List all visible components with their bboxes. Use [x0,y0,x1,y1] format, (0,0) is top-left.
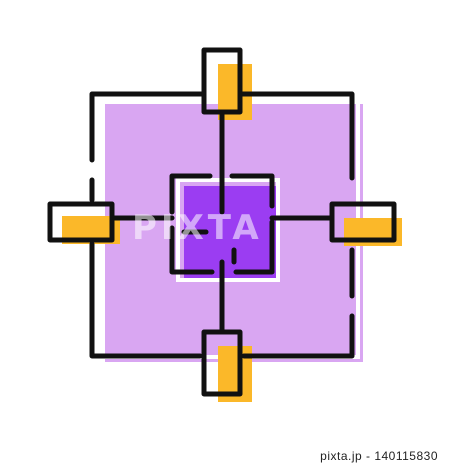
footer-label: pixta.jp - 140115830 [320,449,438,463]
outer-outline-top-left [89,91,205,163]
outer-outline-bottom-right [241,313,355,359]
right-node [329,201,397,243]
outer-outline-top-right [239,91,355,181]
outer-outline-bottom-left [89,241,203,359]
left-node [47,201,115,243]
bottom-node [201,329,243,397]
top-node [201,47,243,115]
inner-outline-a [169,173,213,215]
inner-square-highlight [176,178,280,282]
inner-outline-c [233,219,275,275]
inner-outline-d [169,225,215,275]
inner-outline-b [229,173,275,209]
